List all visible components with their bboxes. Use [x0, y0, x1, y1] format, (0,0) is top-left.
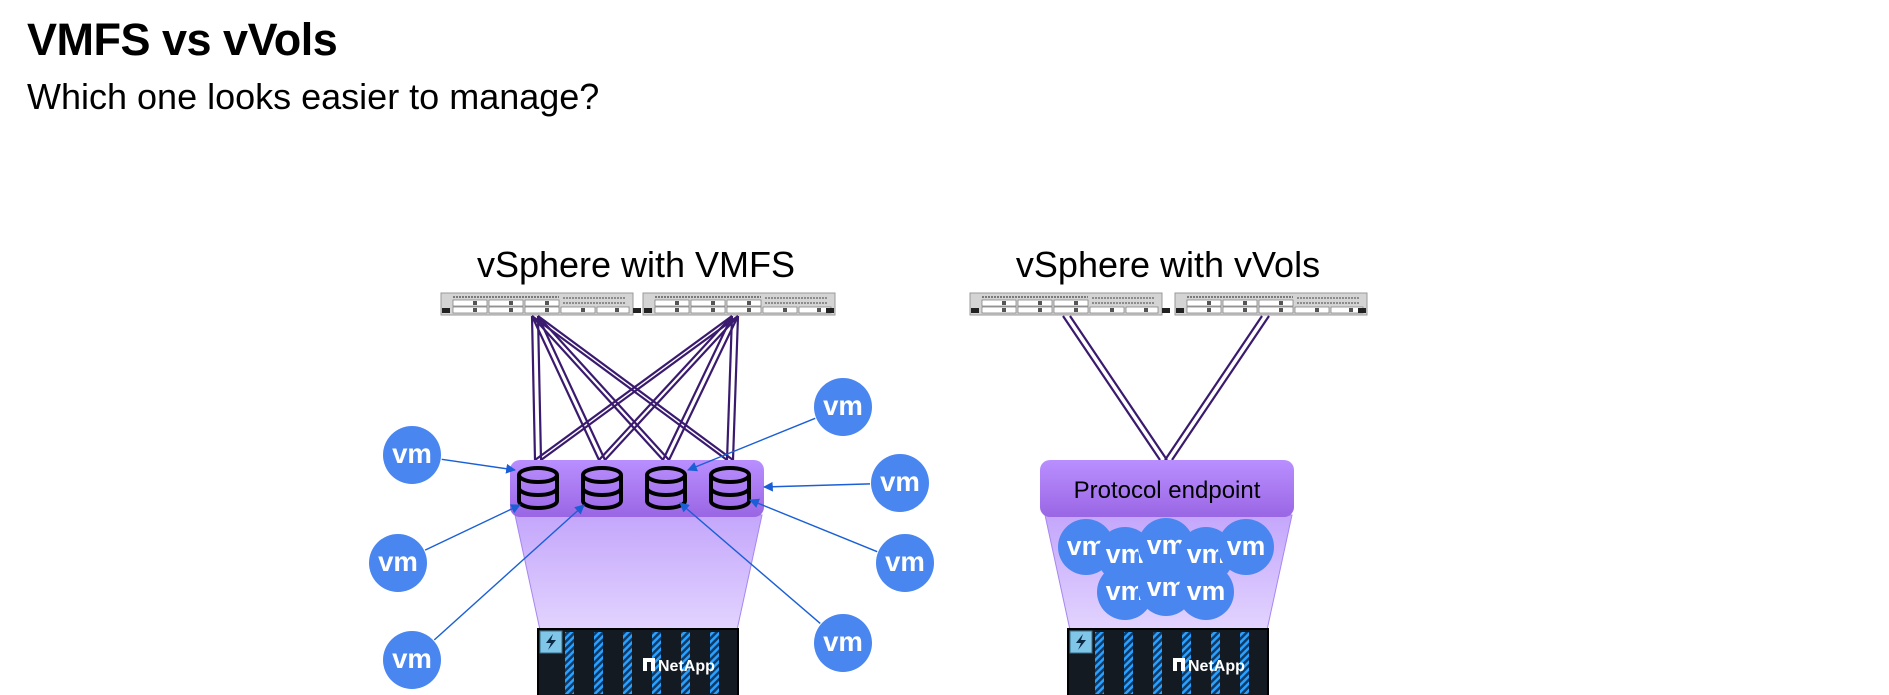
vm-circle — [814, 614, 872, 672]
vm-logo-text: vm — [1227, 531, 1265, 561]
netapp-storage-left: NetApp — [537, 628, 739, 695]
host-datastore-link — [662, 315, 733, 461]
vm-datastore-arrow — [687, 417, 816, 472]
vm-circle — [876, 534, 934, 592]
slide-subtitle: Which one looks easier to manage? — [27, 76, 600, 117]
vm-datastore-arrow — [424, 504, 521, 551]
svg-text:NetApp: NetApp — [1188, 658, 1245, 675]
vm-circle — [369, 534, 427, 592]
server-rail-mark — [1358, 308, 1366, 313]
storage-drive-stripe — [652, 632, 661, 694]
vmfs-funnel — [514, 514, 763, 631]
vm-icon: vm — [383, 631, 441, 689]
storage-drive-stripe — [1095, 632, 1104, 694]
netapp-storage-right: NetApp — [1067, 628, 1269, 695]
vm-datastore-arrow — [763, 481, 871, 492]
slide-title: VMFS vs vVols — [27, 14, 338, 65]
vm-circle — [1097, 564, 1153, 620]
host-datastore-link — [604, 315, 739, 461]
vmfs-panel: vm vm vm vm vm vm vm NetApp — [369, 292, 934, 695]
server-rail-mark — [633, 308, 641, 313]
vm-circle — [1178, 564, 1234, 620]
lightning-icon — [539, 630, 563, 654]
lightning-icon — [1069, 630, 1093, 654]
protocol-endpoint-box — [1040, 460, 1294, 517]
esxi-server-left-1 — [440, 292, 634, 316]
vm-circle — [383, 631, 441, 689]
vvols-host-links — [1062, 315, 1270, 461]
host-datastore-link — [598, 315, 733, 461]
vm-circle — [383, 426, 441, 484]
vm-icon: vm — [383, 426, 441, 484]
svg-text:NetApp: NetApp — [658, 658, 715, 675]
vvol-vm-icon: vm — [1097, 564, 1153, 620]
server-rail-mark — [1162, 308, 1170, 313]
storage-drive-stripe — [1124, 632, 1133, 694]
vm-icon: vm — [369, 534, 427, 592]
esxi-server-right-1 — [969, 292, 1163, 316]
vvol-vm-icon: vm — [1218, 519, 1274, 575]
vmfs-section-label: vSphere with VMFS — [476, 244, 796, 285]
vm-icon: vm — [814, 378, 872, 436]
vm-logo-text: vm — [392, 438, 432, 469]
storage-drive-stripe — [623, 632, 632, 694]
host-datastore-link — [531, 315, 664, 461]
vm-logo-text: vm — [823, 626, 863, 657]
host-datastore-link — [725, 315, 734, 461]
storage-drive-stripe — [594, 632, 603, 694]
vm-icon: vm — [814, 614, 872, 672]
vm-to-datastore-arrows — [424, 417, 878, 641]
esxi-server-left-2 — [642, 292, 836, 316]
vm-logo-text: vm — [1187, 576, 1225, 606]
vvol-vm-icon: vm — [1138, 518, 1194, 574]
protocol-endpoint-label: Protocol endpoint — [1074, 477, 1261, 504]
vm-circle — [1218, 519, 1274, 575]
vm-logo-text: vm — [823, 390, 863, 421]
host-datastore-link — [540, 315, 739, 461]
vvol-vm-icon: vm — [1178, 564, 1234, 620]
host-datastore-link — [537, 315, 670, 461]
vm-icon: vm — [871, 454, 929, 512]
vvols-section-label: vSphere with vVols — [1015, 244, 1321, 285]
vm-logo-text: vm — [880, 466, 920, 497]
netapp-logo: NetApp — [1173, 658, 1245, 675]
vmfs-datastore-box — [510, 460, 764, 517]
storage-drive-stripe — [1153, 632, 1162, 694]
vm-datastore-arrow — [441, 458, 516, 474]
storage-drive-stripe — [681, 632, 690, 694]
host-datastore-link — [530, 315, 537, 461]
host-datastore-link — [668, 315, 739, 461]
vmfs-host-links — [530, 315, 740, 461]
host-datastore-link — [534, 315, 733, 461]
storage-drive-stripe — [1211, 632, 1220, 694]
server-rail-mark — [826, 308, 834, 313]
storage-drive-stripe — [565, 632, 574, 694]
vm-logo-text: vm — [392, 643, 432, 674]
host-datastore-link — [536, 315, 543, 461]
vm-icon: vm — [876, 534, 934, 592]
vm-logo-text: vm — [885, 546, 925, 577]
host-datastore-link — [537, 315, 606, 461]
host-datastore-link — [531, 315, 600, 461]
vm-circle — [814, 378, 872, 436]
vm-circle — [871, 454, 929, 512]
host-datastore-link — [537, 315, 734, 461]
vm-datastore-arrow — [749, 498, 878, 553]
vm-logo-text: vm — [378, 546, 418, 577]
esxi-server-right-2 — [1174, 292, 1368, 316]
storage-drive-stripe — [1240, 632, 1249, 694]
storage-drive-stripe — [710, 632, 719, 694]
vm-datastore-arrow — [433, 504, 585, 641]
vm-logo-text: vm — [1106, 576, 1144, 606]
vm-logo-text: vm — [1106, 539, 1144, 569]
host-datastore-link — [531, 315, 728, 461]
storage-drive-stripe — [1182, 632, 1191, 694]
vm-datastore-arrow — [679, 502, 821, 624]
netapp-logo: NetApp — [643, 658, 715, 675]
host-datastore-link — [731, 315, 740, 461]
